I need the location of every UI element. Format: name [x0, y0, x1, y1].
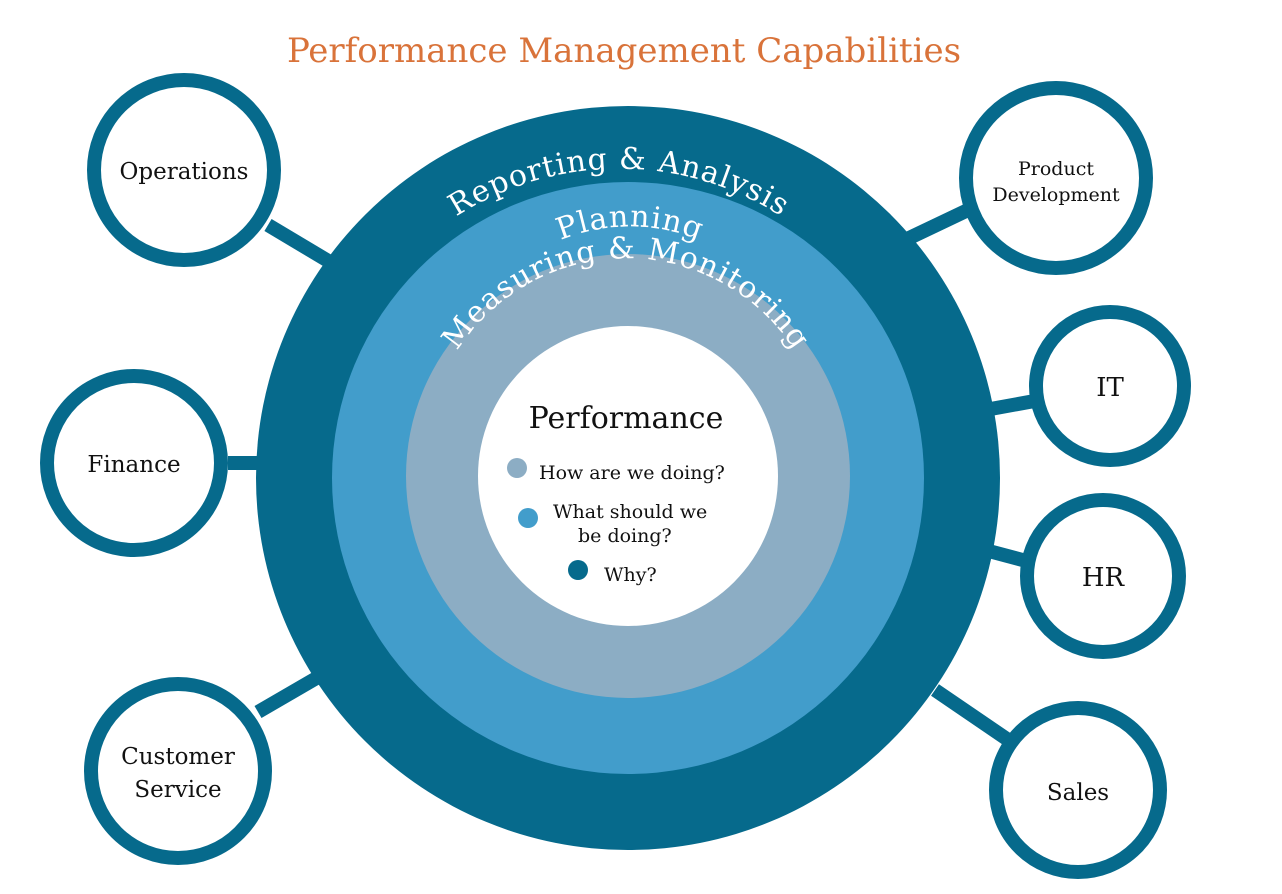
node-it: IT: [1029, 305, 1191, 467]
core-item-how: How are we doing?: [539, 462, 725, 484]
core-item-what-line2: be doing?: [578, 525, 672, 547]
core-performance: [478, 326, 778, 626]
bullet-how: [507, 458, 527, 478]
connector-customer-service: [254, 669, 324, 719]
core-title: Performance: [529, 401, 724, 436]
node-product-development: Product Development: [959, 81, 1153, 275]
connector-product-development: [901, 203, 972, 247]
node-operations: Operations: [87, 73, 281, 267]
node-it-label: IT: [1096, 373, 1124, 403]
core-item-why: Why?: [604, 564, 657, 586]
node-hr: HR: [1020, 493, 1186, 659]
bullet-what: [518, 508, 538, 528]
node-product-development-line2: Development: [992, 184, 1120, 206]
node-customer-service-line2: Service: [134, 777, 221, 803]
bullet-why: [568, 560, 588, 580]
node-customer-service: Customer Service: [84, 677, 272, 865]
node-sales-label: Sales: [1047, 780, 1109, 806]
diagram-title: Performance Management Capabilities: [287, 31, 961, 71]
node-operations-label: Operations: [120, 159, 249, 185]
node-hr-label: HR: [1082, 563, 1126, 593]
node-sales: Sales: [989, 701, 1167, 879]
node-customer-service-line1: Customer: [121, 744, 235, 770]
node-finance-label: Finance: [87, 452, 180, 478]
node-product-development-line1: Product: [1018, 158, 1094, 180]
node-finance: Finance: [40, 369, 228, 557]
core-item-what-line1: What should we: [553, 501, 707, 523]
